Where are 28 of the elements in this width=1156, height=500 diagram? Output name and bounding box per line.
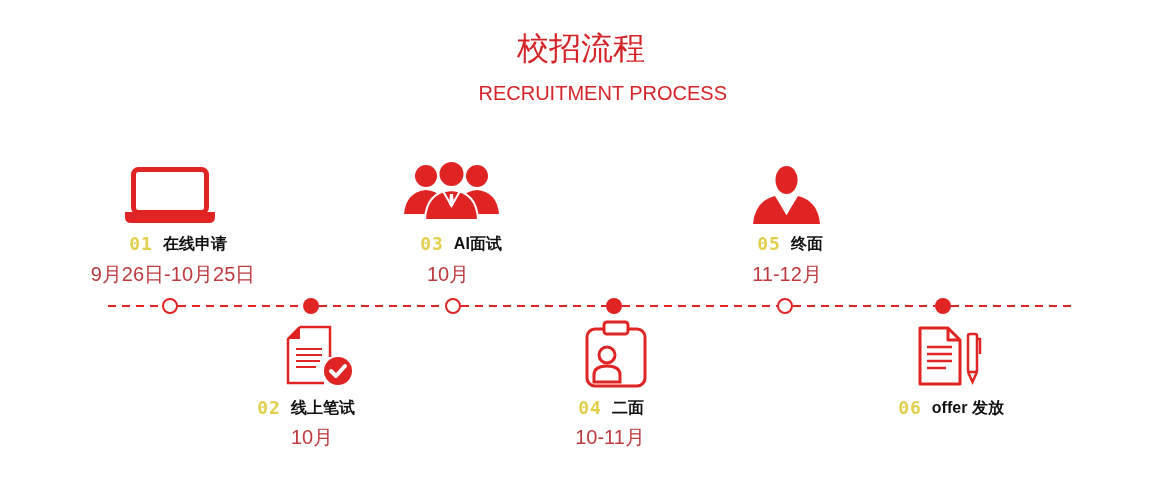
step-number: 03 xyxy=(420,233,444,255)
step-name: 在线申请 xyxy=(162,234,227,254)
timeline-marker xyxy=(303,298,319,314)
step-number: 05 xyxy=(757,233,781,255)
hollow-timeline-marker xyxy=(445,298,461,314)
step-date: 10-11月 xyxy=(575,426,645,448)
dashed-timeline-line xyxy=(792,305,936,307)
step-name: 二面 xyxy=(611,398,644,418)
step-date: 10月 xyxy=(290,426,334,448)
timeline-marker xyxy=(606,298,622,314)
step-name: 线上笔试 xyxy=(290,398,355,418)
step-number: 06 xyxy=(898,397,922,419)
step-date: 11-12月 xyxy=(752,263,822,285)
step-name: AI面试 xyxy=(453,234,502,254)
dashed-timeline-line xyxy=(460,305,607,307)
title: 校招流程 xyxy=(517,29,645,68)
step-number: 01 xyxy=(129,233,153,255)
hollow-timeline-marker xyxy=(777,298,793,314)
subtitle: RECRUITMENT PROCESS xyxy=(478,81,728,106)
hollow-timeline-marker xyxy=(162,298,178,314)
step-name: 终面 xyxy=(790,234,823,254)
step-date: 10月 xyxy=(426,263,470,285)
step-number: 02 xyxy=(257,397,281,419)
step-name: offer 发放 xyxy=(931,398,1004,418)
dashed-timeline-line xyxy=(621,305,778,307)
step-date: 9月26日-10月25日 xyxy=(90,263,256,285)
timeline-marker xyxy=(935,298,951,314)
step-number: 04 xyxy=(578,397,602,419)
